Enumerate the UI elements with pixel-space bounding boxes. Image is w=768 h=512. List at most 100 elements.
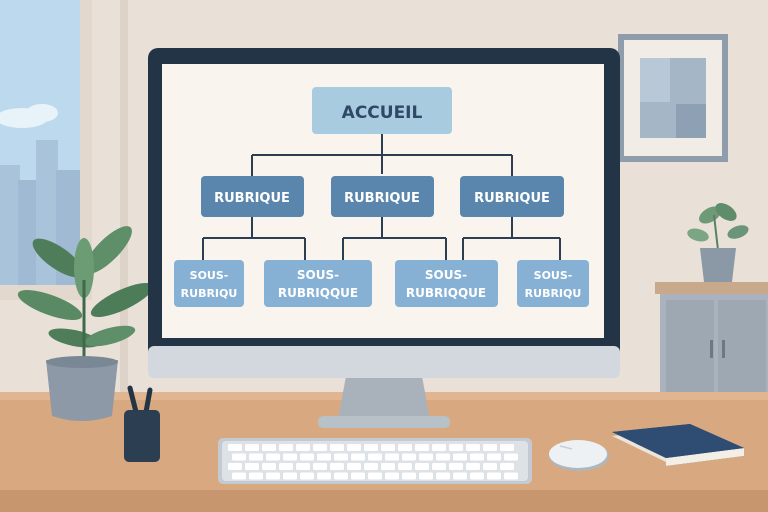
framed-picture-icon	[618, 34, 728, 162]
sous-rubrique-line2: RUBRIQQUE	[278, 286, 358, 300]
keyboard-key	[402, 453, 416, 461]
sous-rubrique-line1: SOUS-	[425, 268, 467, 282]
keyboard-key	[249, 453, 263, 461]
keyboard-key	[453, 453, 467, 461]
rubrique-label: RUBRIQUE	[214, 191, 290, 206]
keyboard-key	[436, 453, 450, 461]
keyboard-key	[419, 472, 433, 480]
keyboard-key	[364, 444, 378, 451]
keyboard-key	[232, 453, 246, 461]
keyboard-key	[500, 463, 514, 470]
keyboard-key	[279, 444, 293, 451]
sous-rubrique-line1: SOUS-	[534, 269, 573, 282]
keyboard-key	[283, 472, 297, 480]
keyboard-key	[453, 472, 467, 480]
potted-plant-icon	[17, 226, 154, 421]
mouse-icon	[549, 440, 609, 471]
keyboard-key	[432, 463, 446, 470]
sous-rubrique-line2: RUBRIQU	[525, 287, 582, 300]
rubrique-label: RUBRIQUE	[474, 191, 550, 206]
keyboard-key	[296, 444, 310, 451]
keyboard-key	[398, 444, 412, 451]
keyboard-key	[402, 472, 416, 480]
sitemap-sous-rubrique-node: SOUS- RUBRIQU	[174, 260, 244, 307]
keyboard-key	[296, 463, 310, 470]
keyboard-key	[449, 463, 463, 470]
monitor-stand	[318, 376, 450, 428]
keyboard-key	[483, 444, 497, 451]
keyboard-key	[347, 463, 361, 470]
keyboard-key	[398, 463, 412, 470]
keyboard-key	[381, 444, 395, 451]
keyboard-key	[347, 444, 361, 451]
keyboard-key	[415, 463, 429, 470]
sitemap-sous-rubrique-node: SOUS- RUBRIQQUE	[264, 260, 372, 307]
keyboard-key	[313, 463, 327, 470]
keyboard-key	[262, 463, 276, 470]
keyboard-key	[487, 453, 501, 461]
sitemap-root-node: ACCUEIL	[312, 87, 452, 134]
keyboard-key	[385, 472, 399, 480]
keyboard-key	[504, 472, 518, 480]
keyboard-icon	[218, 438, 532, 484]
keyboard-key	[228, 463, 242, 470]
sitemap-rubrique-node: RUBRIQUE	[460, 176, 564, 217]
keyboard-key	[330, 463, 344, 470]
small-plant-icon	[687, 203, 749, 282]
sous-rubrique-line2: RUBRIQQUE	[406, 286, 486, 300]
keyboard-key	[368, 472, 382, 480]
keyboard-key	[232, 472, 246, 480]
keyboard-key	[300, 453, 314, 461]
keyboard-key	[266, 472, 280, 480]
keyboard-key	[500, 444, 514, 451]
keyboard-key	[228, 444, 242, 451]
keyboard-key	[351, 472, 365, 480]
keyboard-key	[249, 472, 263, 480]
sitemap-rubrique-node: RUBRIQUE	[331, 176, 434, 217]
root-label: ACCUEIL	[342, 103, 423, 123]
keyboard-key	[419, 453, 433, 461]
keyboard-key	[351, 453, 365, 461]
keyboard-key	[266, 453, 280, 461]
keyboard-key	[330, 444, 344, 451]
keyboard-key	[470, 453, 484, 461]
keyboard-key	[385, 453, 399, 461]
keyboard-key	[313, 444, 327, 451]
keyboard-key	[334, 472, 348, 480]
keyboard-key	[317, 472, 331, 480]
keyboard-key	[279, 463, 293, 470]
keyboard-key	[483, 463, 497, 470]
pen-holder-icon	[124, 385, 160, 462]
keyboard-key	[368, 453, 382, 461]
sous-rubrique-line1: SOUS-	[190, 269, 229, 282]
keyboard-key	[262, 444, 276, 451]
sous-rubrique-line1: SOUS-	[297, 268, 339, 282]
keyboard-key	[504, 453, 518, 461]
notebook-icon	[612, 424, 744, 466]
keyboard-key	[317, 453, 331, 461]
sitemap-sous-rubrique-node: SOUS- RUBRIQQUE	[395, 260, 498, 307]
keyboard-key	[283, 453, 297, 461]
keyboard-key	[449, 444, 463, 451]
keyboard-key	[432, 444, 446, 451]
cabinet	[655, 282, 768, 396]
sitemap-rubrique-node: RUBRIQUE	[201, 176, 304, 217]
sitemap-sous-rubrique-node: SOUS- RUBRIQU	[517, 260, 589, 307]
keyboard-key	[381, 463, 395, 470]
keyboard-key	[466, 444, 480, 451]
keyboard-key	[364, 463, 378, 470]
keyboard-key	[487, 472, 501, 480]
keyboard-key	[470, 472, 484, 480]
rubrique-label: RUBRIQUE	[344, 191, 420, 206]
keyboard-key	[466, 463, 480, 470]
keyboard-key	[334, 453, 348, 461]
keyboard-key	[436, 472, 450, 480]
keyboard-key	[245, 463, 259, 470]
sous-rubrique-line2: RUBRIQU	[181, 287, 238, 300]
keyboard-key	[245, 444, 259, 451]
keyboard-key	[300, 472, 314, 480]
keyboard-key	[415, 444, 429, 451]
sitemap-connectors	[202, 134, 561, 260]
